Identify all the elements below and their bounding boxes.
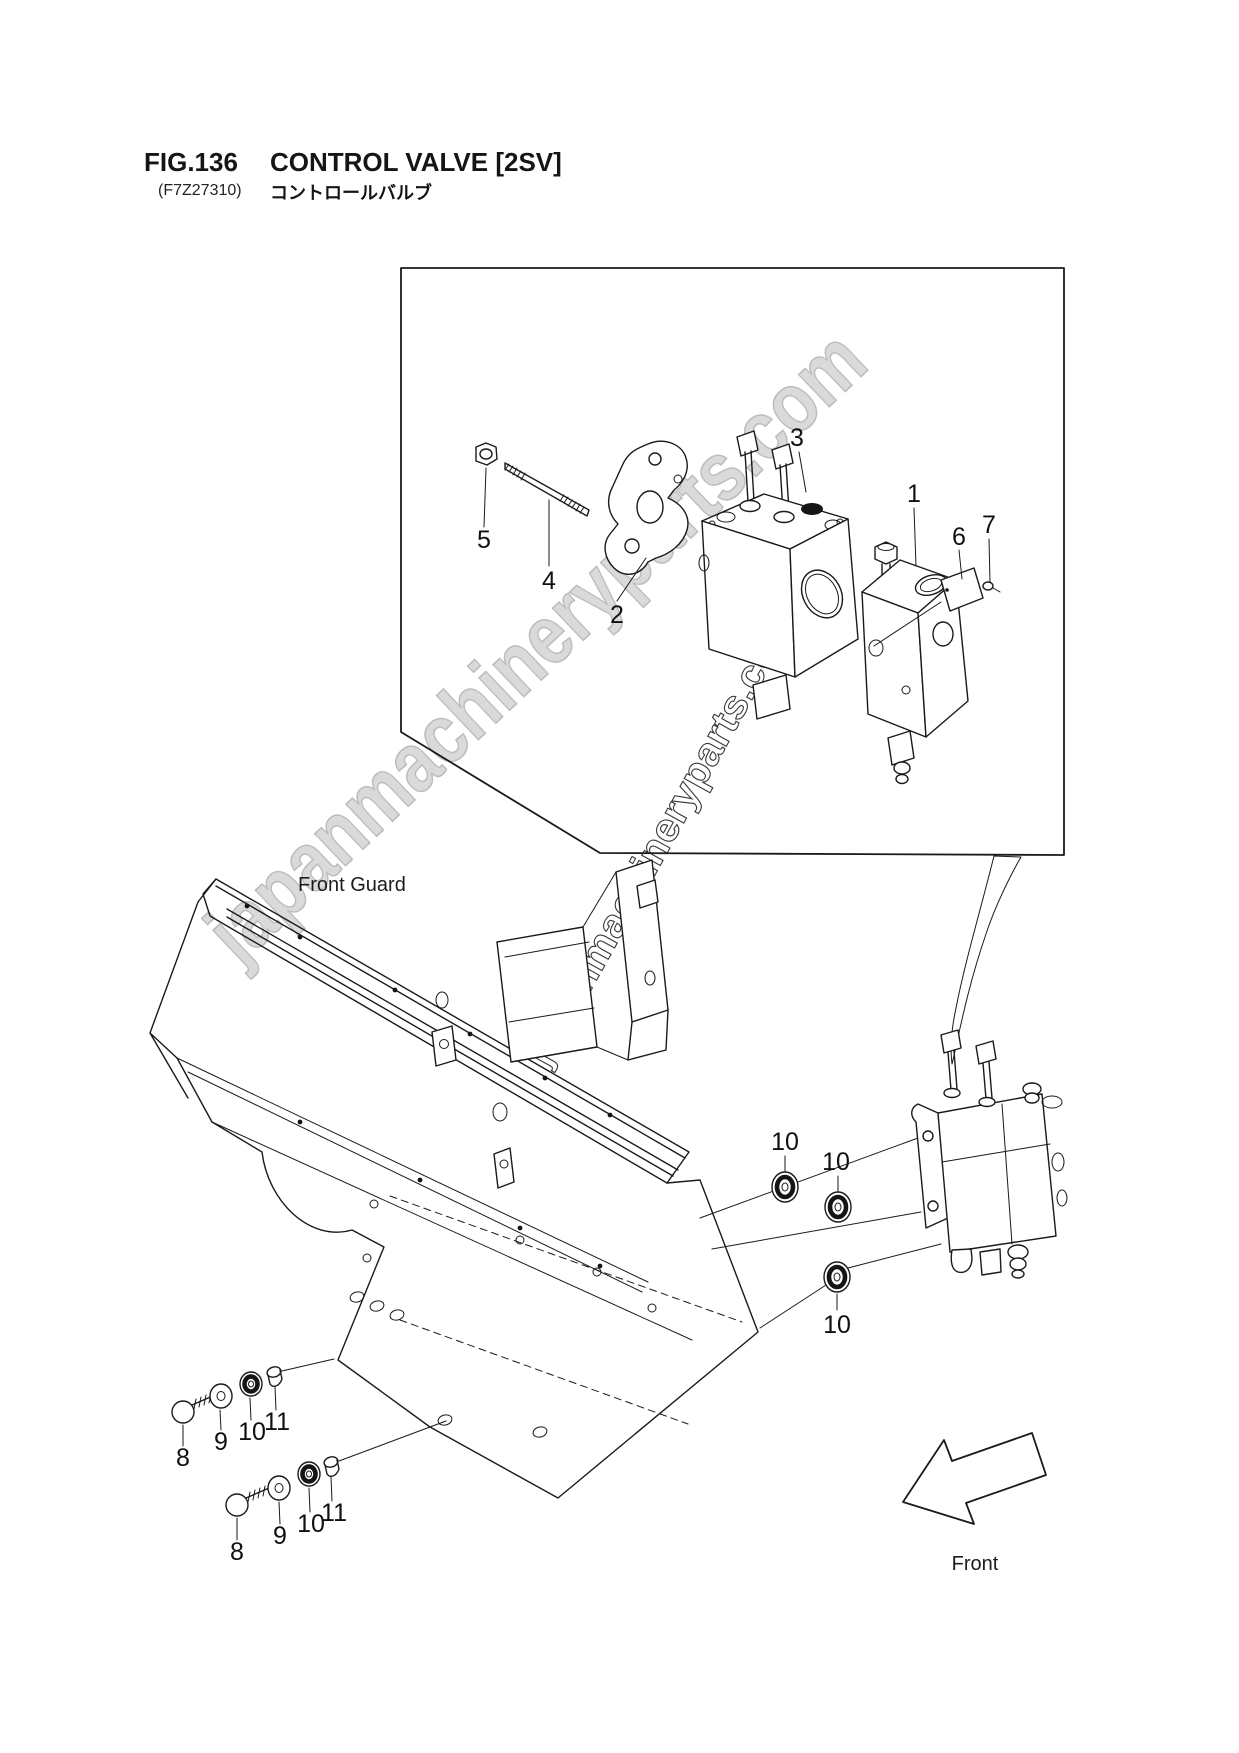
washer-10-b [824,1175,852,1223]
callout-10-e: 10 [297,1510,325,1538]
part-valve-section-1 [861,541,969,785]
callout-9-a: 9 [214,1428,228,1456]
front-guard-label: Front Guard [298,874,406,896]
bushing-11-b [323,1456,340,1477]
callout-6: 6 [952,523,966,551]
washer-10-c [823,1261,851,1311]
callout-8-a: 8 [176,1444,190,1472]
box-pointer-curve [950,855,1022,1065]
callout-2: 2 [610,601,624,629]
washer-callouts-10: 10 10 10 [771,1128,852,1339]
figure-number: FIG.136 [144,147,238,177]
box-border [400,267,1065,856]
callout-leaders-box [483,451,991,602]
exploded-view-box [400,267,1065,856]
callout-7: 7 [982,511,996,539]
part-nut-5 [475,442,498,466]
front-direction: Front [902,1432,1047,1575]
box-callouts: 3 5 4 2 1 6 7 [477,424,996,629]
part-screw-7 [982,581,1001,593]
lower-valve-assembly [699,1029,1068,1329]
callout-3: 3 [790,424,804,452]
callout-10-d: 10 [238,1418,266,1446]
part-stud-4 [504,462,590,517]
callout-4: 4 [542,567,556,595]
callout-5: 5 [477,526,491,554]
front-arrow [902,1432,1047,1525]
hardware-group-2: 8 9 10 11 [225,1420,447,1566]
part-plate-6 [873,567,984,647]
callout-10-b: 10 [822,1148,850,1176]
washer-10-a [771,1155,799,1203]
callout-9-b: 9 [273,1522,287,1550]
callout-11-a: 11 [264,1408,290,1436]
part-bracket-2 [604,440,689,575]
callout-8-b: 8 [230,1538,244,1566]
exploded-view-parts [475,430,1001,785]
bushing-11-a [266,1366,283,1387]
callout-11-b: 11 [321,1499,347,1527]
title-block: FIG.136 CONTROL VALVE [2SV] (F7Z27310) コ… [144,147,562,203]
front-guard-drawing [149,859,759,1499]
part-valve-section-3 [698,430,859,720]
part-code: (F7Z27310) [158,182,242,199]
callout-1: 1 [907,480,921,508]
hardware-group-1: 8 9 10 11 [171,1358,335,1472]
page-title: CONTROL VALVE [2SV] [270,147,562,177]
callout-10-a: 10 [771,1128,799,1156]
page-title-japanese: コントロールバルブ [270,182,432,203]
callout-10-c: 10 [823,1311,851,1339]
front-label: Front [952,1553,999,1575]
